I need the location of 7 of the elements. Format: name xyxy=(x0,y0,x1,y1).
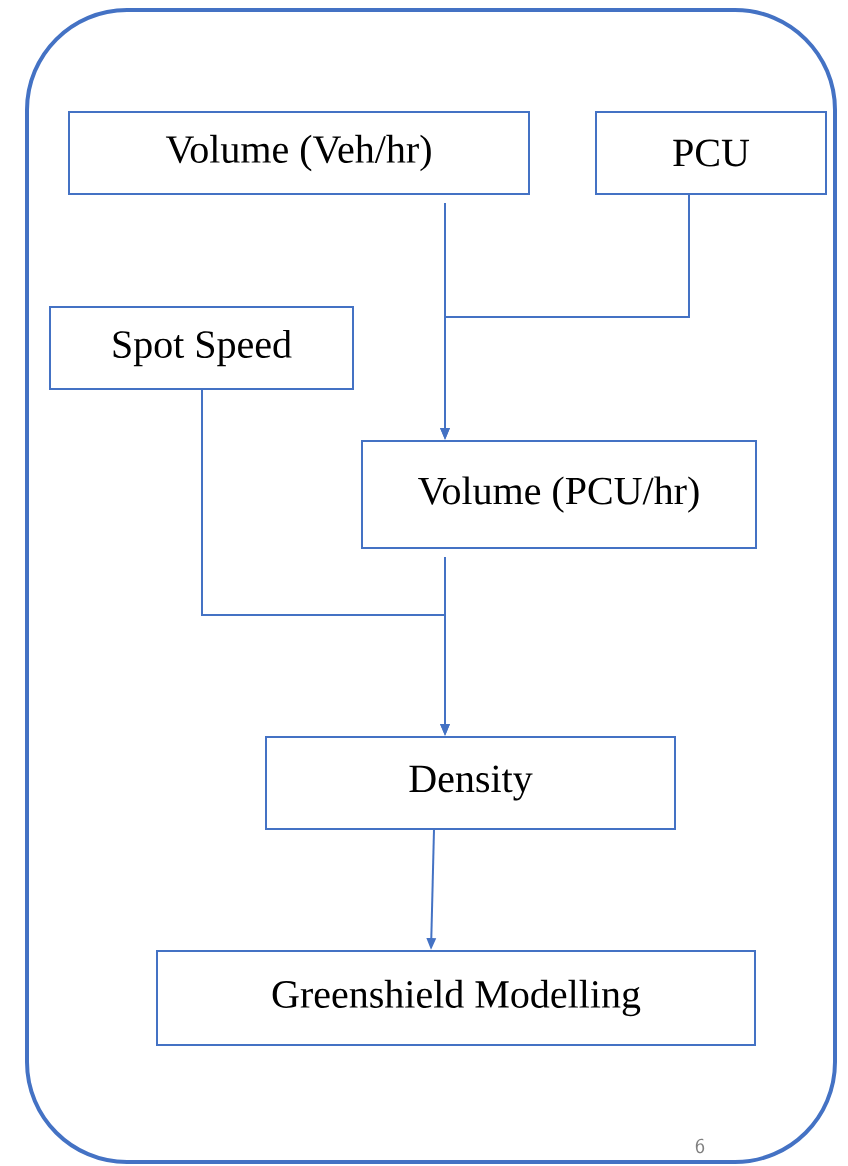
page-number: 6 xyxy=(695,1138,705,1154)
process-box: Volume (Veh/hr) xyxy=(68,111,530,195)
process-box: Spot Speed xyxy=(49,306,354,390)
process-box: PCU xyxy=(595,111,827,195)
process-box: Density xyxy=(265,736,676,830)
process-box: Greenshield Modelling xyxy=(156,950,756,1046)
process-box: Volume (PCU/hr) xyxy=(361,440,757,549)
